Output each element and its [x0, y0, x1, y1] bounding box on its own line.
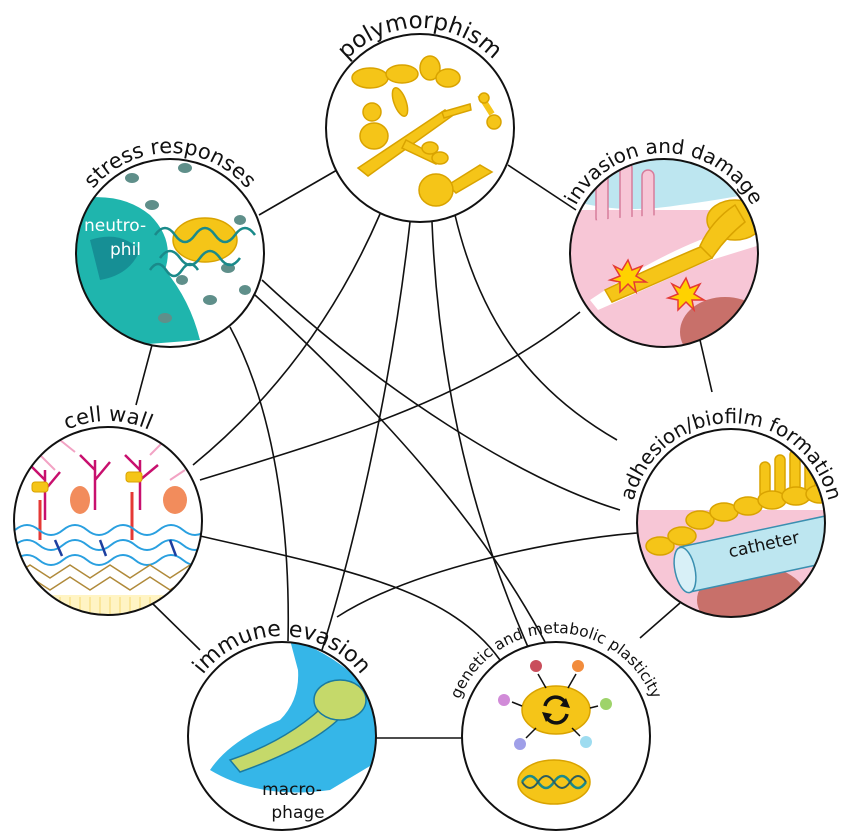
edges	[135, 164, 713, 739]
node-polymorphism: polymorphism	[325, 8, 515, 223]
edge-stress-cellwall	[135, 344, 153, 406]
neutrophil-label-2: phil	[110, 240, 141, 260]
catheter-tube	[673, 514, 825, 594]
edge-cellwall-plasticity	[199, 535, 501, 661]
node-adhesion-biofilm-formation: catheter adhesion/biofilm formation	[615, 404, 842, 618]
edge-stress-plasticity	[254, 294, 546, 643]
plasticity-illustration	[498, 660, 612, 805]
node-invasion-and-damage: invasion and damage	[559, 134, 768, 348]
edge-plasticity-adhesion	[639, 602, 681, 639]
edge-immune-adhesion	[336, 532, 638, 618]
edge-polymorphism-plasticity	[431, 221, 529, 648]
edge-polymorphism-immune	[321, 221, 411, 651]
neutrophil-label-1: neutro-	[84, 216, 146, 236]
edge-polymorphism-cellwall	[192, 213, 381, 466]
macrophage-label-2: phage	[271, 803, 324, 823]
node-genetic-and-metabolic-plasticity: genetic and metabolic plasticity	[447, 619, 665, 831]
edge-polymorphism-stress	[258, 169, 338, 216]
edge-polymorphism-invasion	[507, 164, 577, 211]
metabolite-dots	[498, 660, 612, 750]
edge-invasion-cellwall	[199, 311, 581, 481]
macrophage-label-1: macro-	[262, 780, 322, 800]
node-stress-responses: neutro- phil stress responses	[75, 134, 265, 348]
node-immune-evasion: macro- phage immune evasion	[187, 617, 377, 831]
stress-illustration	[76, 163, 257, 347]
edge-stress-immune	[229, 326, 290, 642]
immune-evasion-illustration	[210, 642, 376, 793]
polymorphism-cells-illustration	[351, 55, 502, 207]
edge-stress-adhesion	[261, 279, 621, 511]
edge-invasion-adhesion	[699, 339, 713, 393]
edge-polymorphism-adhesion	[454, 214, 618, 441]
node-cell-wall: cell wall	[13, 402, 203, 616]
cell-wall-illustration	[14, 438, 202, 615]
edge-cellwall-immune	[151, 602, 201, 651]
